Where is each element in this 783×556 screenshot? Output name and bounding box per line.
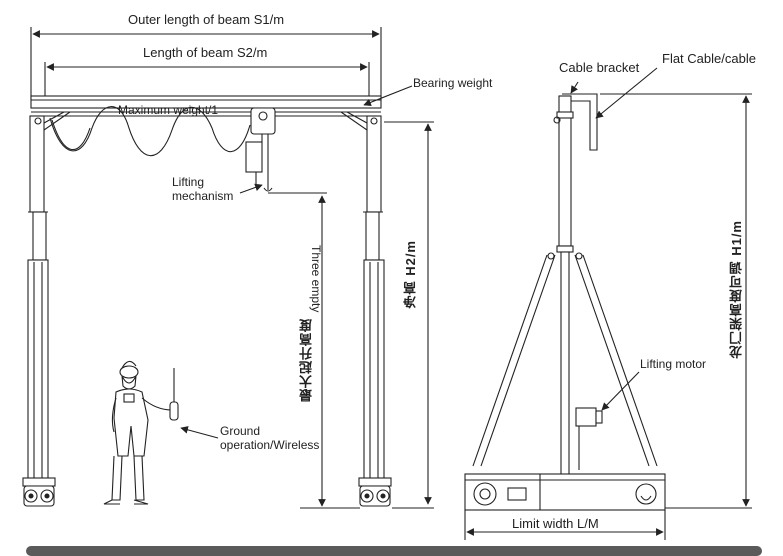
lifting-mechanism-leader	[239, 183, 263, 194]
right-leg	[340, 111, 385, 481]
festoon-cable	[49, 106, 251, 157]
lifting-mechanism-label: Lifting mechanism	[172, 175, 234, 203]
side-a-frame	[472, 252, 658, 467]
main-beam	[30, 95, 382, 117]
footer-divider	[26, 546, 762, 556]
limit-width-label: Limit width L/M	[512, 516, 599, 531]
cable-bracket-label: Cable bracket	[559, 60, 640, 75]
beam-length-dimension	[44, 62, 370, 100]
gantry-height-label: 龙门架高度可调 H1/m	[729, 220, 744, 359]
outer-length-dimension	[30, 27, 382, 100]
bearing-weight-label: Bearing weight	[413, 76, 493, 90]
worker-figure	[103, 360, 173, 505]
lifting-motor-label: Lifting motor	[640, 357, 707, 371]
lifting-motor	[575, 407, 603, 470]
beam-length-label: Length of beam S2/m	[143, 45, 268, 60]
clear-height-label: 净高 H2/m	[403, 240, 418, 309]
flat-cable-leader	[595, 67, 658, 119]
ground-operation-label: Ground operation/Wireless	[220, 424, 320, 452]
hoist-trolley	[245, 107, 276, 192]
outer-length-label: Outer length of beam S1/m	[128, 12, 285, 27]
right-wheel-assembly	[358, 477, 392, 507]
side-base	[464, 473, 666, 511]
cable-bracket	[562, 93, 598, 151]
max-lift-height-label: 最大起升高度	[299, 318, 314, 402]
three-empty-label: Three empty	[308, 245, 323, 313]
left-leg	[27, 111, 71, 481]
limit-width-dimension	[464, 510, 666, 540]
max-lift-dimension	[268, 192, 360, 509]
clear-height-dimension	[384, 121, 434, 509]
wireless-remote	[169, 368, 179, 421]
flat-cable-label: Flat Cable/cable	[662, 51, 756, 66]
gantry-height-dimension	[600, 93, 752, 509]
bearing-weight-leader	[363, 85, 413, 107]
ground-operation-leader	[180, 426, 219, 439]
max-weight-label: Maximum weight/1	[118, 103, 219, 117]
side-mast	[553, 95, 574, 477]
left-wheel-assembly	[22, 477, 56, 507]
